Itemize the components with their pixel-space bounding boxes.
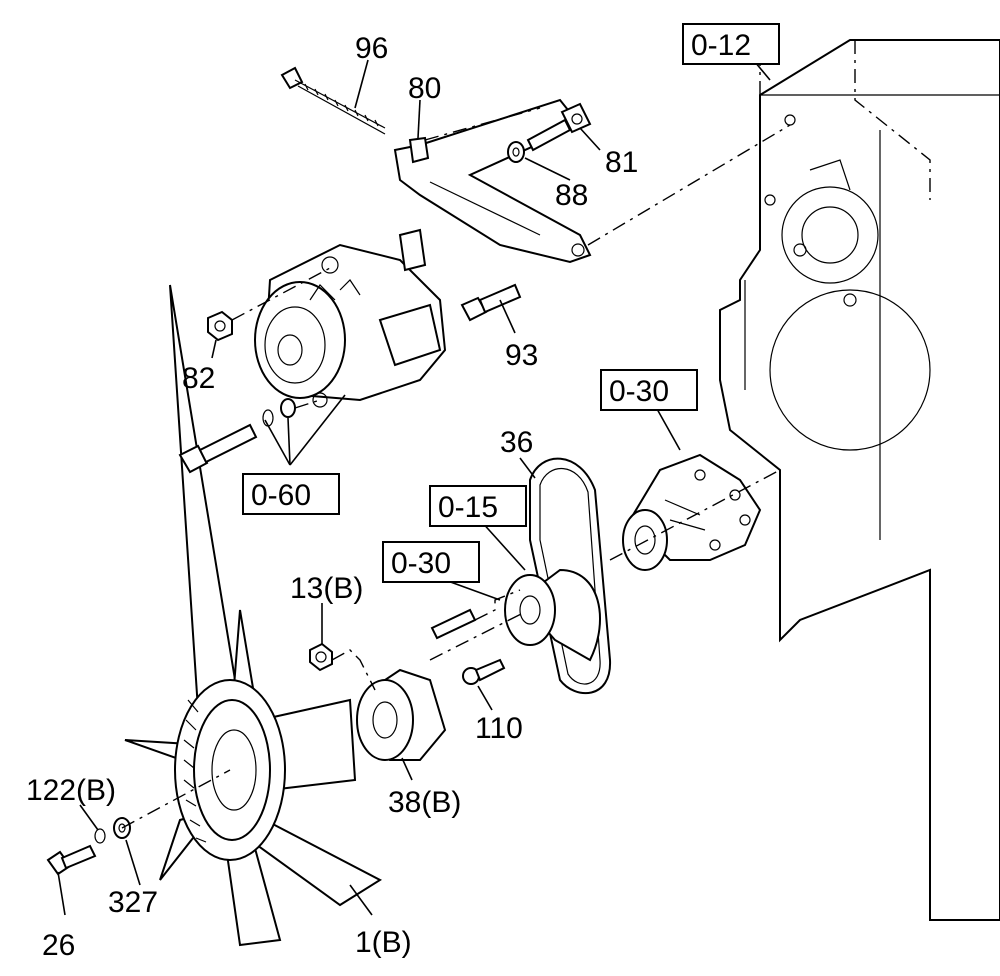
label-82: 82 <box>182 362 215 395</box>
label-327: 327 <box>108 886 158 919</box>
svg-text:0-60: 0-60 <box>251 479 311 512</box>
assembly-centre-lines <box>121 107 791 829</box>
bolt-81 <box>526 102 592 152</box>
label-96: 96 <box>355 32 388 65</box>
stud-0-30 <box>430 608 477 640</box>
bolt-96 <box>280 66 386 135</box>
part-labels: 96 80 81 88 82 93 36 13(B) 110 38(B) 122… <box>26 32 638 962</box>
svg-text:0-15: 0-15 <box>438 491 498 524</box>
alternator <box>254 228 447 408</box>
svg-text:0-30: 0-30 <box>391 547 451 580</box>
engine-block <box>719 39 1000 921</box>
bolt-110 <box>462 658 506 685</box>
label-88: 88 <box>555 179 588 212</box>
ref-box-0-30-pump: 0-30 <box>600 369 698 411</box>
ref-box-0-15: 0-15 <box>429 485 527 527</box>
label-38b: 38(B) <box>388 786 461 819</box>
washer-88 <box>507 141 525 163</box>
label-13b: 13(B) <box>290 572 363 605</box>
water-pump <box>622 453 762 571</box>
label-36: 36 <box>500 426 533 459</box>
label-81: 81 <box>605 146 638 179</box>
bolt-group-0-60 <box>178 398 296 474</box>
label-110: 110 <box>475 712 523 745</box>
bolt-93 <box>460 283 522 322</box>
label-122b: 122(B) <box>26 774 116 807</box>
label-1b: 1(B) <box>355 926 412 959</box>
ref-box-0-60: 0-60 <box>242 473 340 515</box>
svg-text:0-12: 0-12 <box>691 29 751 62</box>
label-26: 26 <box>42 929 75 962</box>
label-93: 93 <box>505 339 538 372</box>
pulley-0-15 <box>504 568 601 662</box>
ref-box-0-12: 0-12 <box>682 23 780 65</box>
label-80: 80 <box>408 72 441 105</box>
hub-38b <box>356 668 447 761</box>
bolt-26 <box>46 844 97 876</box>
leader-lines <box>57 59 771 916</box>
svg-text:0-30: 0-30 <box>609 375 669 408</box>
ref-box-0-30-stud: 0-30 <box>382 541 480 583</box>
nut-82 <box>207 310 233 342</box>
nut-13b <box>309 642 333 672</box>
reference-boxes: 0-12 0-30 0-60 0-15 0-30 <box>242 23 780 583</box>
washer-122b <box>94 828 106 844</box>
